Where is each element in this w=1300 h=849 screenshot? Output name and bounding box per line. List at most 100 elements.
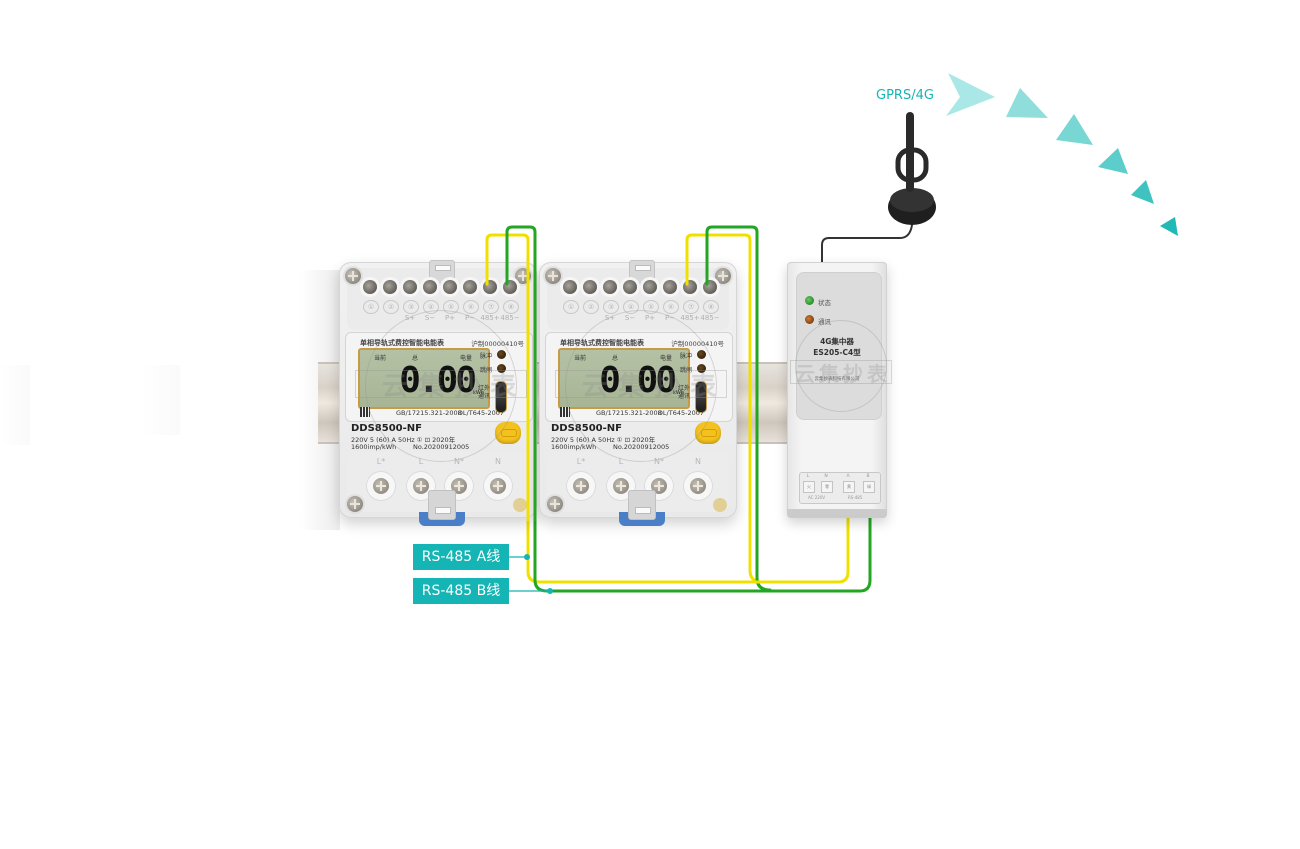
meter-title: 单相导轨式费控智能电能表 <box>360 339 444 347</box>
leader-b-dot <box>547 588 553 594</box>
terminal-screw-l-star <box>367 472 395 500</box>
terminal-label: S+ <box>404 314 416 322</box>
terminal-screw-n <box>484 472 512 500</box>
terminal-cell: 火 <box>803 481 815 493</box>
terminal-1 <box>363 280 377 294</box>
infrared-port-icon <box>695 381 707 413</box>
terminal-4 <box>623 280 637 294</box>
rs485-a-label: RS-485 A线 <box>413 544 509 570</box>
terminal-label: 485− <box>700 314 720 322</box>
signal-arrow-1 <box>946 73 995 116</box>
pulse-led-icon <box>697 350 706 359</box>
bottom-terminal-label: N <box>695 457 701 466</box>
clip-tab <box>428 490 456 520</box>
terminal-label: B <box>866 474 870 479</box>
meter-face: 单相导轨式费控智能电能表 沪制00000410号 当前 总 电量 0.00 kW… <box>345 332 533 422</box>
rs485-b-label: RS-485 B线 <box>413 578 509 604</box>
wire-b-meter2-loop <box>705 225 772 592</box>
screw-icon <box>515 268 531 284</box>
led-label: 跳闸 <box>479 367 492 374</box>
terminal-num: ⑤ <box>443 300 459 314</box>
lcd-label: 当前 <box>374 355 387 362</box>
wire-b-meter1-loop <box>505 225 537 522</box>
meter-serial: No.20200912005 <box>613 443 670 451</box>
terminal-label: P+ <box>444 314 456 322</box>
leader-a-dot <box>524 554 530 560</box>
terminal-num: ⑤ <box>643 300 659 314</box>
lcd-unit: kWh <box>472 390 484 396</box>
terminal-num: ④ <box>623 300 639 314</box>
seal-icon <box>713 498 727 512</box>
terminal-7 <box>483 280 497 294</box>
lcd-label: 总 <box>412 355 419 362</box>
seal-icon <box>513 498 527 512</box>
meter-face: 单相导轨式费控智能电能表 沪制00000410号 当前 总 电量 0.00 kW… <box>545 332 733 422</box>
meter-constant: 1600imp/kWh <box>551 443 597 451</box>
concentrator: 状态 通讯 4G集中器 ES205-C4型 云集抄表科技有限公司 L N A B… <box>787 262 887 518</box>
led-label: 脉冲 <box>479 353 492 360</box>
terminal-num: ⑧ <box>503 300 519 314</box>
screw-icon <box>545 268 561 284</box>
terminal-label: L <box>806 474 810 479</box>
terminal-cell: 绿 <box>863 481 875 493</box>
concentrator-maker: 云集抄表科技有限公司 <box>814 377 860 382</box>
infrared-port-icon <box>495 381 507 413</box>
qr-code-icon <box>360 407 370 417</box>
terminal-num: ⑥ <box>463 300 479 314</box>
meter-button[interactable] <box>495 422 521 444</box>
meter-constant: 1600imp/kWh <box>351 443 397 451</box>
terminal-label: P+ <box>644 314 656 322</box>
meter-spec: 220V 5 (60) A 50Hz ① ⊡ 2020年 <box>351 436 456 444</box>
bottom-terminal-label: N* <box>654 457 664 466</box>
pulse-led-icon <box>497 350 506 359</box>
status-led-icon <box>805 296 814 305</box>
screw-icon <box>347 496 363 512</box>
lcd-label: 电量 <box>660 355 673 362</box>
terminal-num: ⑦ <box>483 300 499 314</box>
terminal-2 <box>583 280 597 294</box>
bottom-terminal-label: L <box>618 457 624 466</box>
terminal-num: ① <box>563 300 579 314</box>
led-label: 红外通讯 <box>478 385 491 400</box>
standard-left: GB/17215.321-2008 <box>596 409 662 417</box>
qr-code-icon <box>560 407 570 417</box>
terminal-8 <box>503 280 517 294</box>
lcd-label: 总 <box>612 355 619 362</box>
terminal-cell: 零 <box>821 481 833 493</box>
meter-button[interactable] <box>695 422 721 444</box>
meter-title: 单相导轨式费控智能电能表 <box>560 339 644 347</box>
terminal-2 <box>383 280 397 294</box>
terminal-5 <box>443 280 457 294</box>
concentrator-foot <box>787 509 887 518</box>
terminal-label: P− <box>464 314 476 322</box>
lcd-unit: kWh <box>672 390 684 396</box>
terminal-group-label: RS-485 <box>848 495 863 500</box>
concentrator-name: 4G集中器 <box>820 337 854 346</box>
screw-icon <box>715 268 731 284</box>
terminal-num: ④ <box>423 300 439 314</box>
terminal-label: S+ <box>604 314 616 322</box>
terminal-label: 485− <box>500 314 520 322</box>
terminal-8 <box>703 280 717 294</box>
terminal-6 <box>463 280 477 294</box>
antenna-cable <box>821 224 913 263</box>
terminal-label: A <box>846 474 850 479</box>
standard-right: DL/T645-2007 <box>657 409 704 417</box>
terminal-num: ⑦ <box>683 300 699 314</box>
antenna-icon <box>888 112 936 225</box>
terminal-num: ② <box>583 300 599 314</box>
network-label: GPRS/4G <box>876 88 934 103</box>
terminal-4 <box>423 280 437 294</box>
meter-cert: 沪制00000410号 <box>471 340 524 348</box>
screw-icon <box>345 268 361 284</box>
terminal-label: S− <box>424 314 436 322</box>
meter-model: DDS8500-NF <box>551 423 622 434</box>
ghost-rail-left <box>0 365 30 445</box>
signal-arrow-3 <box>1056 114 1093 145</box>
terminal-label: S− <box>624 314 636 322</box>
lcd-display: 当前 总 电量 0.00 kWh <box>558 348 690 409</box>
meter-serial: No.20200912005 <box>413 443 470 451</box>
terminal-3 <box>603 280 617 294</box>
terminal-num: ③ <box>403 300 419 314</box>
